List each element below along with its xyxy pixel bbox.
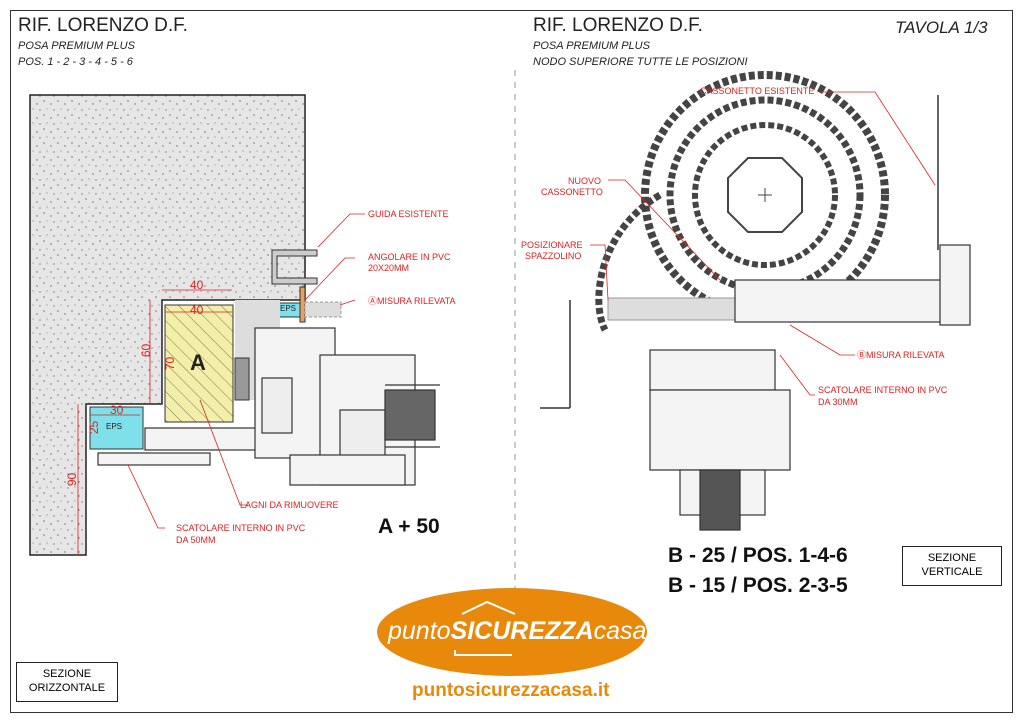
brand-logo: puntoSICUREZZAcasa xyxy=(388,617,646,646)
dim-90: 90 xyxy=(65,472,80,487)
sheet-frame xyxy=(10,10,1013,713)
right-subtitle: POSA PREMIUM PLUS xyxy=(533,40,650,52)
label-nuovo: NUOVO xyxy=(568,176,602,186)
label-posizionare: POSIZIONARE xyxy=(521,240,583,250)
eps-bottom xyxy=(89,406,144,450)
shutter-curtain xyxy=(595,191,662,332)
sheet-number: TAVOLA 1/3 xyxy=(895,18,988,37)
left-positions: POS. 1 - 2 - 3 - 4 - 5 - 6 xyxy=(18,56,133,68)
label-lagni: LAGNI DA RIMUOVERE xyxy=(240,500,339,510)
label-guida: GUIDA ESISTENTE xyxy=(368,209,449,219)
window-profile xyxy=(97,327,440,486)
left-formula: A + 50 xyxy=(378,515,440,538)
leader-lines-right xyxy=(590,91,936,396)
part-a-label: A xyxy=(190,350,206,375)
section-label-line: ORIZZONTALE xyxy=(28,682,106,694)
dim-70: 70 xyxy=(163,356,178,371)
eps-bottom-label: EPS xyxy=(106,422,123,431)
roller-coil xyxy=(641,71,889,319)
label-scatolare-size: DA 50MM xyxy=(176,535,216,545)
label-cassonetto: CASSONETTO xyxy=(541,187,603,197)
label-scatolare-right: SCATOLARE INTERNO IN PVC xyxy=(818,385,948,395)
label-angolare-size: 20X20MM xyxy=(368,263,410,273)
concrete-wall xyxy=(29,94,306,556)
label-cassonetto-esistente: CASSONETTO ESISTENTE xyxy=(700,86,815,96)
section-label-line: SEZIONE xyxy=(927,552,977,564)
right-node: NODO SUPERIORE TUTTE LE POSIZIONI xyxy=(533,56,748,68)
logo-suffix: casa xyxy=(593,617,647,645)
label-angolare: ANGOLARE IN PVC xyxy=(368,252,451,262)
label-scatolare: SCATOLARE INTERNO IN PVC xyxy=(176,523,306,533)
dim-40-top: 40 xyxy=(190,278,204,292)
dimension-lines xyxy=(77,289,232,555)
part-a-hatched xyxy=(164,304,234,423)
label-spazzolino: SPAZZOLINO xyxy=(525,251,582,261)
logo-bold: SICUREZZA xyxy=(450,617,594,645)
leader-lines xyxy=(127,213,365,529)
dim-30: 30 xyxy=(110,403,124,417)
section-label-line: VERTICALE xyxy=(921,566,983,578)
right-formula-1: B - 25 / POS. 1-4-6 xyxy=(668,544,848,567)
dim-60: 60 xyxy=(139,343,154,358)
logo-ellipse xyxy=(377,588,647,676)
left-title: RIF. LORENZO D.F. xyxy=(18,15,188,36)
website-link[interactable]: puntosicurezzacasa.it xyxy=(412,680,610,701)
label-misura-a: ⒶMISURA RILEVATA xyxy=(368,296,456,306)
section-label-vertical: SEZIONE VERTICALE xyxy=(902,546,1002,586)
section-label-horizontal: SEZIONE ORIZZONTALE xyxy=(16,662,118,702)
right-formula-2: B - 15 / POS. 2-3-5 xyxy=(668,574,848,597)
label-scatolare-right-size: DA 30MM xyxy=(818,397,858,407)
new-box-profile xyxy=(649,244,971,531)
dim-40-inner: 40 xyxy=(190,303,204,317)
left-subtitle: POSA PREMIUM PLUS xyxy=(18,40,135,52)
eps-top-label: EPS xyxy=(280,304,297,313)
section-label-line: SEZIONE xyxy=(42,668,92,680)
dim-25: 25 xyxy=(87,420,102,435)
logo-prefix: punto xyxy=(388,617,451,645)
existing-guide xyxy=(271,249,318,285)
right-title: RIF. LORENZO D.F. xyxy=(533,15,703,36)
angle-pvc xyxy=(299,286,306,323)
label-misura-b: ⒷMISURA RILEVATA xyxy=(857,350,945,360)
